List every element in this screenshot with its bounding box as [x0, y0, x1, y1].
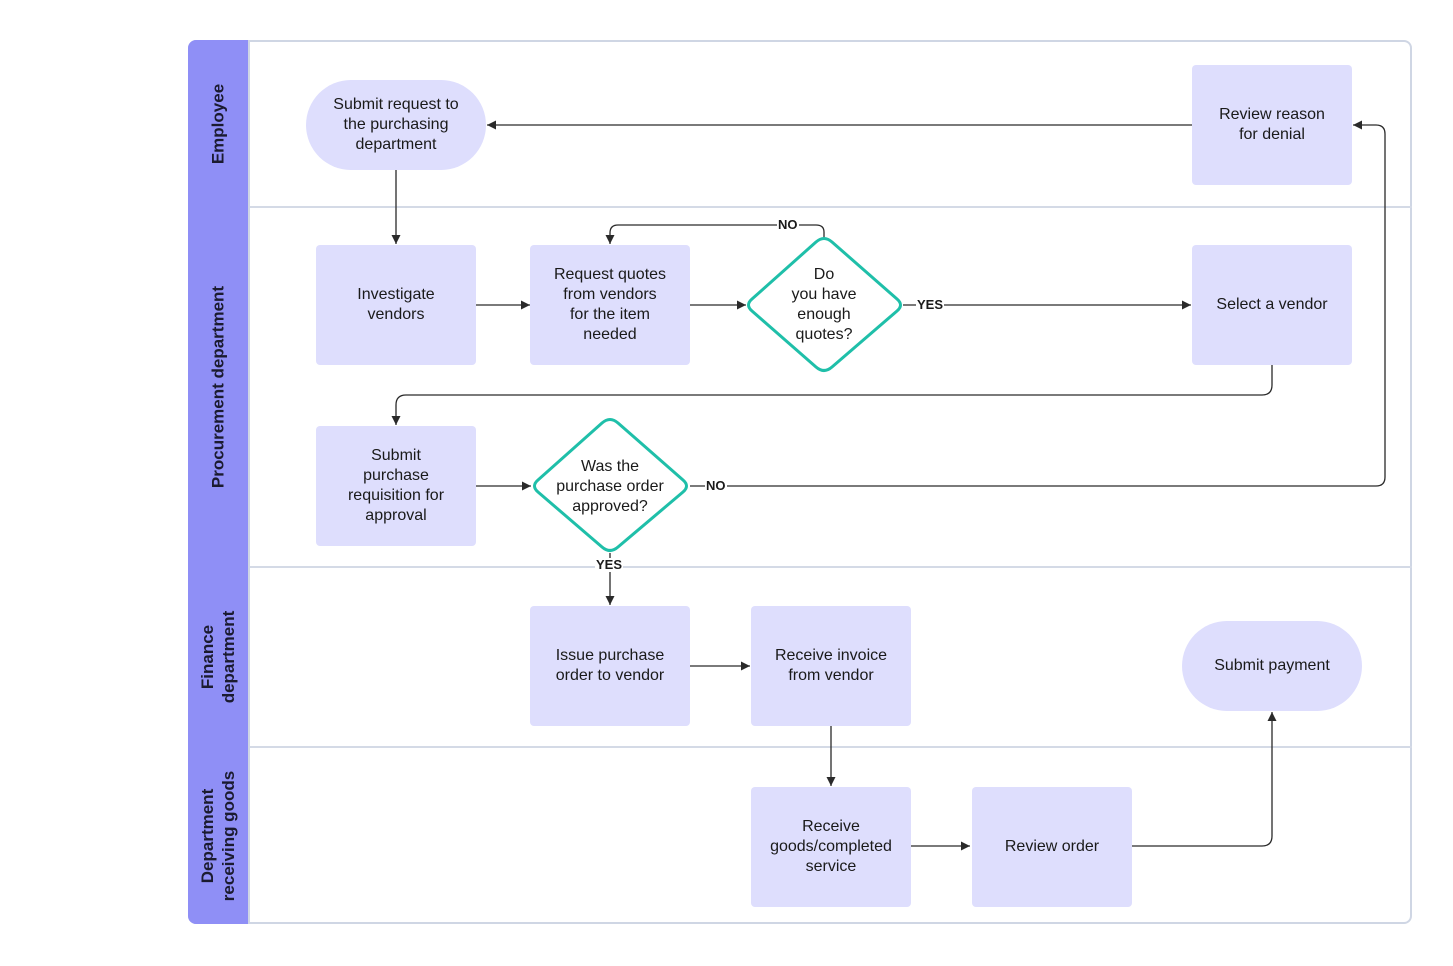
- lane-divider: [250, 206, 1412, 208]
- node-submit-request[interactable]: Submit request to the purchasing departm…: [306, 80, 486, 170]
- edge-label-approved-yes: YES: [595, 557, 624, 572]
- node-investigate-vendors[interactable]: Investigate vendors: [316, 245, 476, 365]
- decision-shape-po-approved: [533, 418, 688, 552]
- node-receive-goods[interactable]: Receive goods/completed service: [751, 787, 911, 907]
- edge-approved-no: [690, 120, 1386, 487]
- edge-vendor-to-requisition: [391, 365, 1273, 425]
- lane-header-procurement: Procurement department: [188, 207, 250, 567]
- edge-label-approved-no: NO: [705, 478, 727, 493]
- node-review-order[interactable]: Review order: [972, 787, 1132, 907]
- lane-header-receiving: Department receiving goods: [188, 747, 250, 924]
- edge-review-to-payment: [1132, 712, 1277, 847]
- decision-enough-quotes[interactable]: Do you have enough quotes?: [791, 266, 857, 343]
- node-select-vendor[interactable]: Select a vendor: [1192, 245, 1352, 365]
- node-request-quotes[interactable]: Request quotes from vendors for the item…: [530, 245, 690, 365]
- lane-header-employee: Employee: [188, 40, 250, 207]
- node-submit-requisition[interactable]: Submit purchase requisition for approval: [316, 426, 476, 546]
- edge-label-quotes-yes: YES: [916, 297, 945, 312]
- decision-po-approved[interactable]: Was the purchase order approved?: [556, 458, 664, 515]
- decision-shape-enough-quotes: [747, 237, 902, 372]
- node-issue-po[interactable]: Issue purchase order to vendor: [530, 606, 690, 726]
- lane-divider: [250, 566, 1412, 568]
- lane-header-finance: Finance department: [188, 567, 250, 747]
- node-review-denial[interactable]: Review reason for denial: [1192, 65, 1352, 185]
- node-submit-payment[interactable]: Submit payment: [1182, 621, 1362, 711]
- node-receive-invoice[interactable]: Receive invoice from vendor: [751, 606, 911, 726]
- edge-label-quotes-no: NO: [777, 217, 799, 232]
- edge-quotes-no: [605, 224, 825, 244]
